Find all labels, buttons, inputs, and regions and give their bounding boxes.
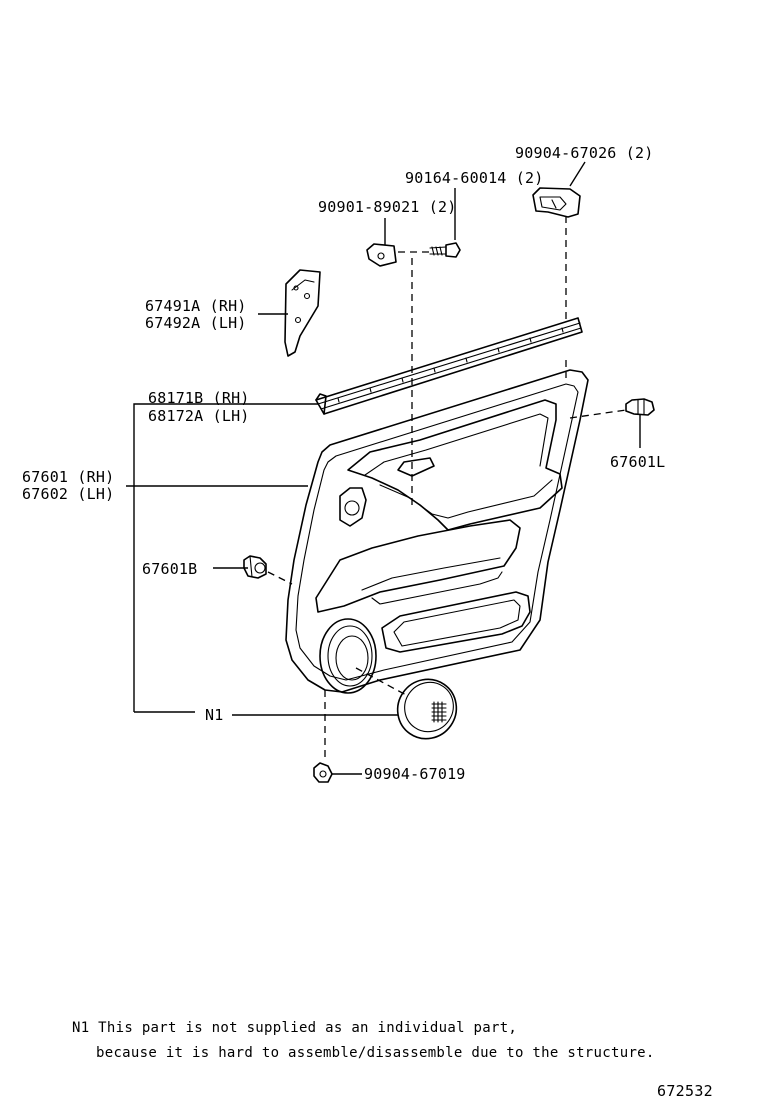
- footnote-line-1: N1 This part is not supplied as an indiv…: [72, 1020, 518, 1036]
- clip-67601b-icon: [243, 555, 267, 579]
- label-68171b: 68171B (RH): [148, 389, 250, 407]
- label-67601: 67601 (RH): [22, 468, 114, 486]
- label-90901-89021: 90901-89021 (2): [318, 198, 456, 216]
- clip-67601l-icon: [625, 398, 655, 416]
- footnote-line-2: because it is hard to assemble/disassemb…: [96, 1045, 655, 1061]
- label-68172a: 68172A (LH): [148, 407, 250, 425]
- label-67601b: 67601B: [142, 560, 197, 578]
- speaker-grille-n1-icon: [396, 678, 458, 740]
- weatherstrip-68171b-icon: [315, 317, 583, 415]
- label-67602: 67602 (LH): [22, 485, 114, 503]
- figure-number: 672532: [657, 1082, 713, 1100]
- bracket-67491a-icon: [284, 269, 321, 357]
- leader-lines: [126, 161, 641, 775]
- door-trim-panel-icon: [285, 369, 589, 694]
- label-67492a: 67492A (LH): [145, 314, 247, 332]
- label-67491a: 67491A (RH): [145, 297, 247, 315]
- clip-90904-67019-icon: [313, 762, 333, 783]
- label-n1: N1: [205, 706, 223, 724]
- assembly-dashed-lines: [267, 216, 627, 762]
- label-90904-67026: 90904-67026 (2): [515, 144, 653, 162]
- nut-90901-89021-icon: [366, 243, 397, 267]
- label-67601l: 67601L: [610, 453, 665, 471]
- clip-90904-67026-icon: [532, 187, 581, 218]
- label-90164-60014: 90164-60014 (2): [405, 169, 543, 187]
- screw-90164-60014-icon: [429, 242, 461, 258]
- label-90904-67019: 90904-67019: [364, 765, 466, 783]
